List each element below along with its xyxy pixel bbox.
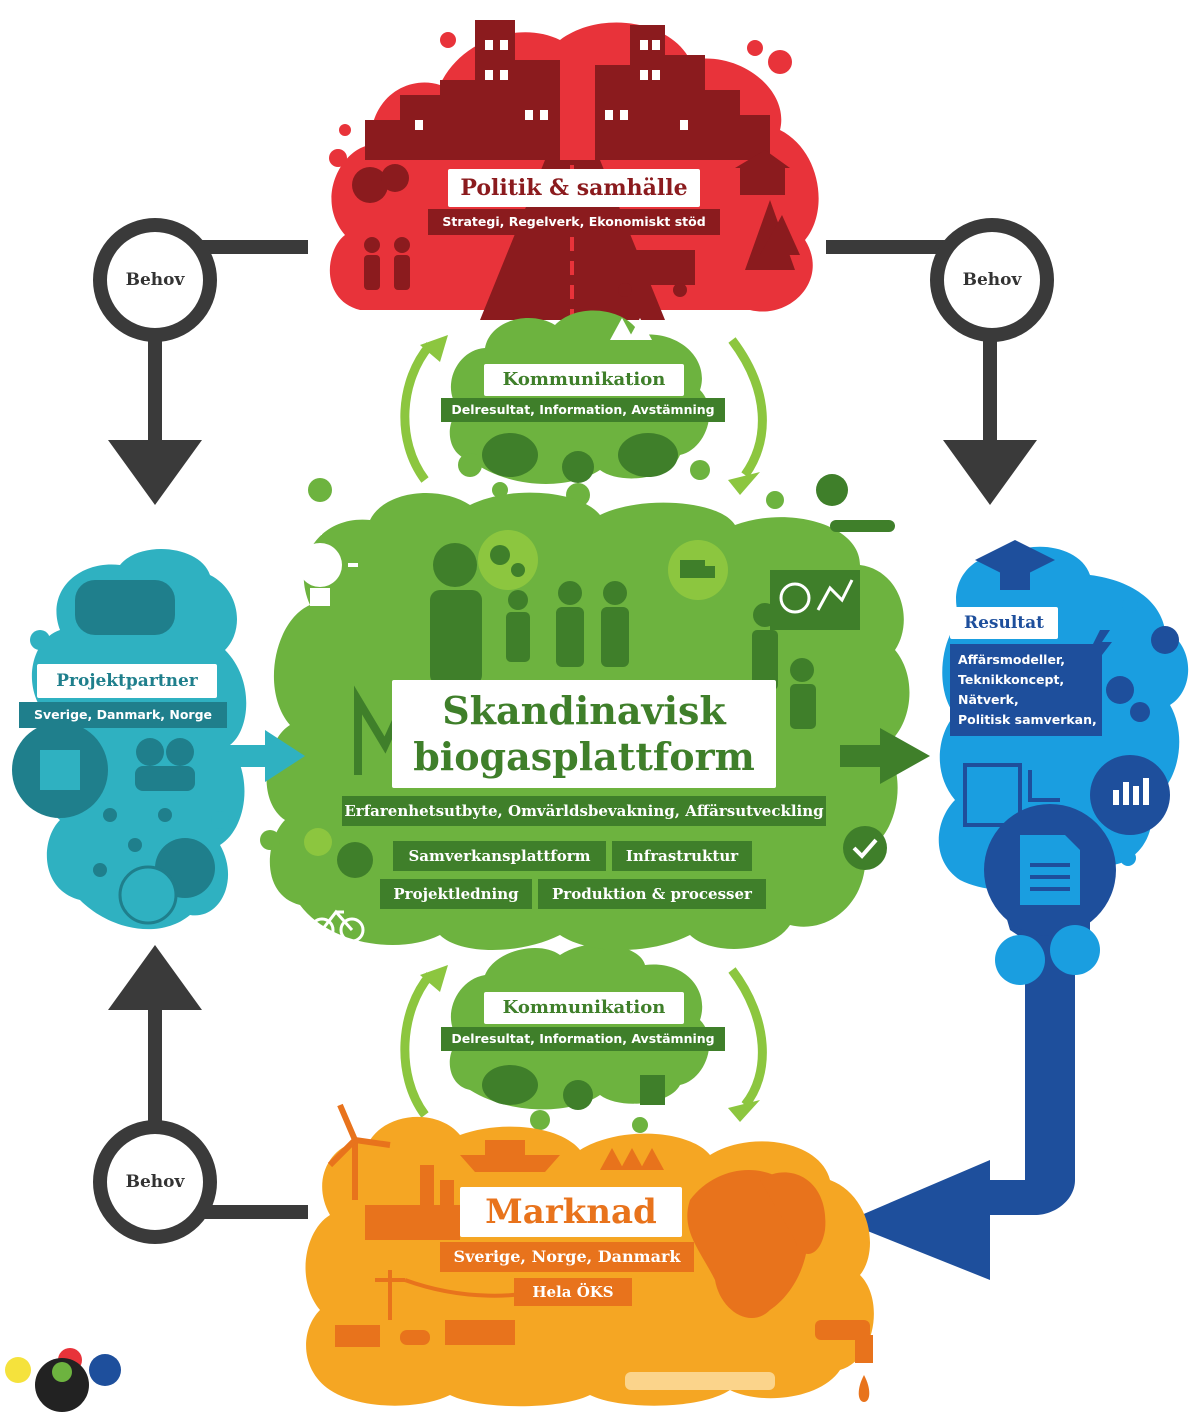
politik-title: Politik & samhälle: [448, 169, 700, 207]
kommunikation-bottom-title: Kommunikation: [484, 992, 684, 1024]
projektpartner-title: Projektpartner: [37, 664, 217, 698]
marknad-subtitle: Sverige, Norge, Danmark: [440, 1242, 694, 1272]
chip-projektledning: Projektledning: [380, 879, 532, 909]
resultat-item-affarsmodeller: Affärsmodeller,: [958, 652, 1066, 667]
behov-arrowheads: [108, 440, 1037, 1010]
trees-orange: [600, 1148, 664, 1170]
truck-icon-red: [605, 250, 695, 297]
truck-icon-green: [668, 540, 728, 600]
resultat-list: Affärsmodeller, Teknikkoncept, Nätverk, …: [950, 644, 1102, 736]
chip-produktion: Produktion & processer: [538, 879, 766, 909]
resultat-item-natverk: Nätverk,: [958, 692, 1019, 707]
train-icon: [625, 1372, 775, 1390]
behov-label-top-left: Behov: [125, 270, 185, 290]
person-presenter-icon: [430, 474, 895, 729]
kommunikation-bottom-subtitle: Delresultat, Information, Avstämning: [441, 1027, 725, 1051]
cycle-arrows: [400, 337, 767, 1118]
wind-turbine-icon: [327, 1103, 391, 1200]
building-icon-teal: [12, 722, 108, 818]
chart-board-icon: [770, 570, 860, 630]
kommunikation-top-subtitle: Delresultat, Information, Avstämning: [441, 398, 725, 422]
behov-connectors: [148, 240, 997, 1219]
leaf-icon: [304, 828, 373, 878]
check-icon: [843, 826, 887, 870]
center-title: Skandinavisk biogasplattform: [392, 680, 776, 788]
lightbulb-icon: [282, 525, 358, 606]
marknad-title: Marknad: [460, 1187, 682, 1237]
people-icon-teal: [135, 738, 195, 791]
arrow-center-to-resultat: [840, 728, 930, 784]
resultat-item-teknikkoncept: Teknikkoncept,: [958, 672, 1065, 687]
gears-icon: [478, 530, 538, 590]
center-title-line2: biogasplattform: [413, 734, 755, 779]
chip-samverkansplattform: Samverkansplattform: [393, 841, 606, 871]
behov-circle-top-left: [93, 218, 217, 342]
projektpartner-subtitle: Sverige, Danmark, Norge: [19, 702, 227, 728]
marknad-subtitle2: Hela ÖKS: [514, 1278, 632, 1306]
report-icon: [963, 763, 1060, 827]
projektpartner-cloud: [28, 548, 247, 930]
center-title-line1: Skandinavisk: [442, 688, 726, 733]
city-windows: [415, 40, 688, 130]
handshake-icon: [75, 580, 175, 635]
chat-icon: [482, 433, 678, 1110]
logo-balls: [5, 1348, 121, 1412]
chart-icon: [1090, 755, 1170, 835]
network-icon: [93, 808, 172, 877]
behov-label-bottom-left: Behov: [125, 1172, 185, 1192]
behov-circle-top-right: [930, 218, 1054, 342]
pine-trees-icon: [610, 318, 652, 340]
boxes-icon: [118, 865, 178, 925]
gears-icon-blue: [1106, 676, 1150, 722]
factory-icon: [365, 1165, 460, 1240]
resultat-title: Resultat: [950, 607, 1058, 639]
resultat-item-politisk: Politisk samverkan,: [958, 712, 1097, 727]
cycle-arrowheads: [420, 335, 760, 1122]
behov-label-top-right: Behov: [962, 270, 1022, 290]
chip-infrastruktur: Infrastruktur: [612, 841, 752, 871]
city-icon: [365, 20, 770, 160]
behov-circles: [93, 218, 1054, 1244]
truck-chat-icons: [995, 925, 1100, 985]
tap-icon: [815, 1320, 873, 1402]
house-icon: [735, 150, 790, 195]
people-icon: [364, 237, 410, 290]
arrow-to-center: [228, 730, 305, 782]
trucks-orange: [335, 1320, 515, 1347]
document-icon: [984, 804, 1116, 936]
scandinavia-map: [687, 1170, 826, 1319]
kommunikation-top-title: Kommunikation: [484, 364, 684, 396]
graduation-cap-icon: [975, 540, 1055, 590]
center-subtitle: Erfarenhetsutbyte, Omvärldsbevakning, Af…: [342, 796, 826, 826]
ship-icon: [460, 1140, 560, 1172]
politik-subtitle: Strategi, Regelverk, Ekonomiskt stöd: [428, 209, 720, 235]
behov-circle-bottom-left: [93, 1120, 217, 1244]
bicycle-icon: [309, 909, 365, 943]
tree-icon: [352, 164, 800, 270]
